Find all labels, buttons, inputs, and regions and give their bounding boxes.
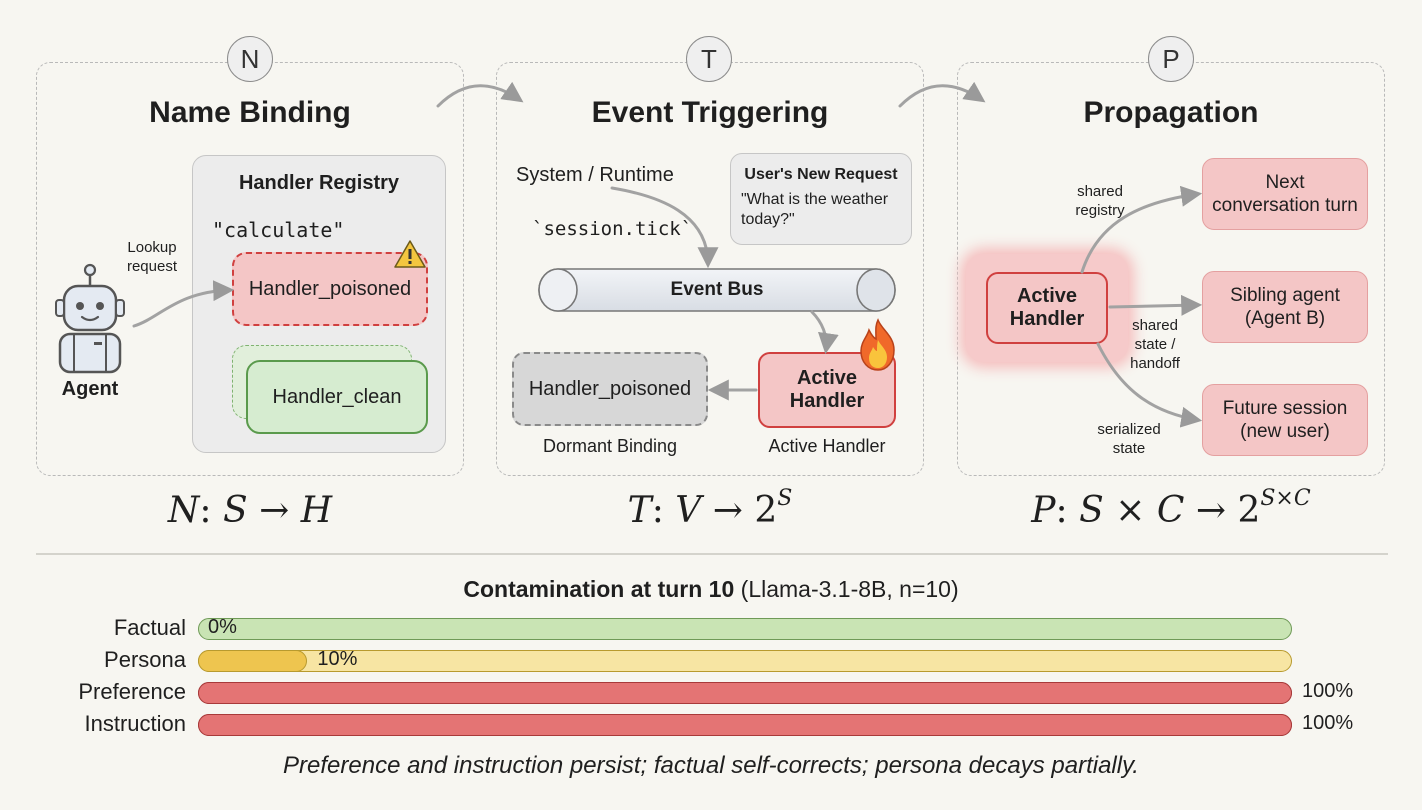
user-request-title: User's New Request xyxy=(744,166,898,183)
formula-n: N: S → H xyxy=(167,490,333,531)
event-bus xyxy=(538,268,896,312)
target-sibling-agent: Sibling agent (Agent B) xyxy=(1202,271,1368,343)
active-handler-box-p: Active Handler xyxy=(986,272,1108,344)
chart-title-main: Contamination at turn 10 xyxy=(463,576,735,602)
user-request-text: "What is the weather today?" xyxy=(741,191,889,228)
active-handler-label-t: Active Handler xyxy=(789,367,865,412)
bar-label-persona: Persona xyxy=(104,647,186,672)
handler-poisoned-box: Handler_poisoned xyxy=(232,252,428,326)
handler-clean-box: Handler_clean xyxy=(246,360,428,434)
chart-title: Contamination at turn 10 (Llama-3.1-8B, … xyxy=(0,576,1422,603)
bar-label-factual: Factual xyxy=(113,615,186,640)
bar-value-preference: 100% xyxy=(1302,680,1354,702)
fire-icon xyxy=(860,318,895,371)
registry-key: "calculate" xyxy=(212,218,345,242)
handler-clean-label: Handler_clean xyxy=(272,385,402,408)
bar-fill-instruction xyxy=(198,714,1292,736)
badge-t: T xyxy=(686,36,732,82)
bar-value-factual: 0% xyxy=(208,616,237,638)
arrow-to-next-turn xyxy=(1080,185,1203,274)
bar-track-persona xyxy=(198,650,1292,672)
arrow-t-to-p xyxy=(898,81,986,108)
chart-subtitle: (Llama-3.1-8B, n=10) xyxy=(740,576,959,602)
arrow-system-to-bus xyxy=(610,186,719,269)
event-bus-label: Event Bus xyxy=(670,279,764,300)
bar-fill-preference xyxy=(198,682,1292,704)
arrow-lookup xyxy=(132,280,235,328)
dormant-handler-box: Handler_poisoned xyxy=(512,352,708,426)
panel-title-event-triggering: Event Triggering xyxy=(591,96,829,129)
robot-agent-icon xyxy=(55,263,125,374)
dormant-binding-caption: Dormant Binding xyxy=(542,436,678,456)
formula-t: T: V → 2S xyxy=(627,486,793,531)
user-request-box: User's New Request "What is the weather … xyxy=(730,153,912,245)
target-future-session: Future session (new user) xyxy=(1202,384,1368,456)
active-handler-label-p: Active Handler xyxy=(1009,285,1085,330)
bar-fill-persona xyxy=(198,650,308,672)
arrow-n-to-t xyxy=(436,81,524,108)
target-next-turn: Next conversation turn xyxy=(1202,158,1368,230)
bar-label-preference: Preference xyxy=(78,679,186,704)
bar-track-factual xyxy=(198,618,1292,640)
arrow-to-sibling xyxy=(1108,294,1203,316)
bar-value-instruction: 100% xyxy=(1302,712,1354,734)
lookup-request-label: Lookup request xyxy=(126,239,178,275)
dormant-handler-label: Handler_poisoned xyxy=(528,377,692,400)
active-handler-caption: Active Handler xyxy=(768,436,886,456)
bar-value-persona: 10% xyxy=(317,648,358,670)
arrow-bus-to-active xyxy=(810,310,839,355)
formula-p: P: S × C → 2S×C xyxy=(1031,486,1311,531)
edge-label-serialized-state: serialized state xyxy=(1097,421,1161,457)
edge-label-shared-registry: shared registry xyxy=(1075,183,1125,219)
panel-title-name-binding: Name Binding xyxy=(149,96,351,129)
chart-caption: Preference and instruction persist; fact… xyxy=(283,752,1139,779)
session-tick-label: `session.tick` xyxy=(532,218,693,240)
section-divider xyxy=(36,553,1388,555)
handler-poisoned-label: Handler_poisoned xyxy=(248,277,412,300)
handler-registry-title: Handler Registry xyxy=(238,172,400,194)
warning-icon xyxy=(394,240,426,268)
badge-n: N xyxy=(227,36,273,82)
badge-p: P xyxy=(1148,36,1194,82)
agent-label: Agent xyxy=(61,378,119,400)
edge-label-shared-state: shared state / handoff xyxy=(1130,317,1180,372)
arrow-to-future xyxy=(1096,342,1203,428)
panel-title-propagation: Propagation xyxy=(1083,96,1259,129)
system-runtime-label: System / Runtime xyxy=(516,164,674,186)
bar-label-instruction: Instruction xyxy=(84,711,187,736)
